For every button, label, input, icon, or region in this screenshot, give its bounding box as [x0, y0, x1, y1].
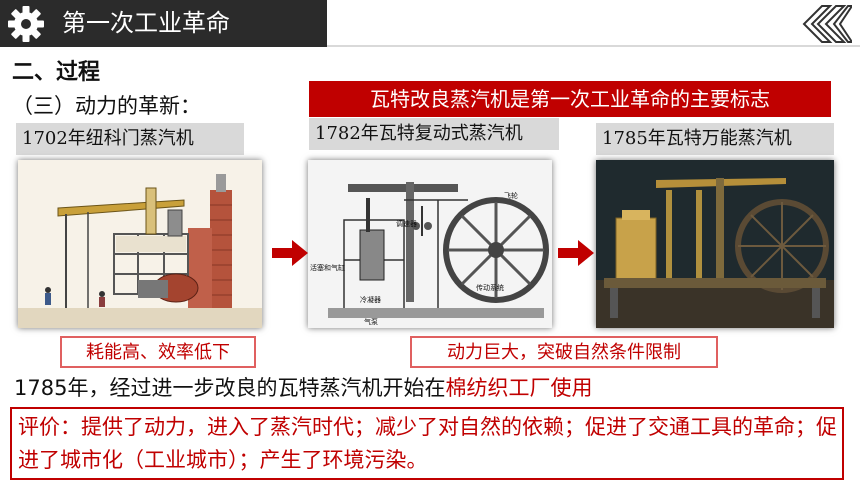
- caption-watt-double: 1782年瓦特复动式蒸汽机: [309, 118, 559, 150]
- subsection-title: （三）动力的革新：: [12, 94, 201, 118]
- gear-icon: [8, 6, 44, 42]
- newcomen-engine-image: [18, 160, 262, 328]
- chevron-left-double-icon[interactable]: [800, 4, 852, 44]
- header-divider: [327, 45, 860, 47]
- svg-text:气泵: 气泵: [364, 317, 378, 326]
- svg-text:传动系统: 传动系统: [476, 283, 504, 292]
- key-point-banner: 瓦特改良蒸汽机是第一次工业革命的主要标志: [309, 81, 831, 117]
- svg-text:活塞和气缸: 活塞和气缸: [310, 263, 345, 272]
- watt-double-acting-engine-image: 飞轮 调速器 活塞和气缸 传动系统 冷凝器 气泵: [308, 160, 552, 328]
- page-title: 第一次工业革命: [62, 9, 230, 37]
- caption-newcomen: 1702年纽科门蒸汽机: [16, 123, 244, 155]
- evaluation-box: 评价：提供了动力，进入了蒸汽时代；减少了对自然的依赖；促进了交通工具的革命；促进…: [10, 407, 844, 480]
- header-bar: [0, 0, 327, 47]
- svg-text:飞轮: 飞轮: [504, 191, 518, 200]
- svg-text:冷凝器: 冷凝器: [360, 295, 381, 304]
- section-title: 二、过程: [12, 60, 101, 85]
- arrow-right-icon: [558, 240, 594, 266]
- newcomen-drawback-note: 耗能高、效率低下: [60, 336, 256, 368]
- watt-universal-engine-image: [596, 160, 834, 328]
- svg-text:调速器: 调速器: [396, 219, 417, 228]
- body-text-prefix: 1785年，经过进一步改良的瓦特蒸汽机开始在: [14, 376, 446, 400]
- caption-watt-universal: 1785年瓦特万能蒸汽机: [596, 123, 834, 155]
- body-text: 1785年，经过进一步改良的瓦特蒸汽机开始在棉纺织工厂使用: [14, 372, 592, 402]
- body-text-highlight: 棉纺织工厂使用: [445, 376, 593, 400]
- watt-advantage-note: 动力巨大，突破自然条件限制: [410, 336, 718, 368]
- arrow-right-icon: [272, 240, 308, 266]
